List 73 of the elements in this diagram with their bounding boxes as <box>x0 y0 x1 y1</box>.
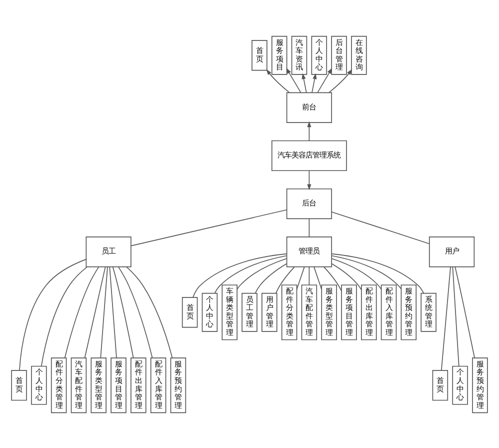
connector <box>254 262 288 293</box>
node-box: 后台 <box>286 188 332 219</box>
arrow <box>328 68 352 92</box>
node-box: 个人中心 <box>31 365 47 404</box>
arrow <box>302 72 307 93</box>
node-box: 配件分类管理 <box>50 357 67 413</box>
node-box: 服务项目管理 <box>341 284 357 340</box>
node-box: 服务预约管理 <box>170 357 186 413</box>
node-box: 管理员 <box>286 236 332 267</box>
connector <box>452 266 460 366</box>
connector <box>126 266 173 358</box>
connector <box>308 266 310 285</box>
node-box: 在线咨询 <box>351 35 367 74</box>
node-box: 配件出库管理 <box>130 357 146 413</box>
connector <box>324 266 342 291</box>
arrow <box>317 67 332 92</box>
node-box: 汽车资讯 <box>291 35 308 74</box>
connector <box>296 266 305 290</box>
node-box: 首页 <box>432 369 448 400</box>
connector <box>214 254 287 294</box>
node-box: 前台 <box>286 92 332 122</box>
connector <box>308 218 310 237</box>
node-box: 服务预约管理 <box>400 284 417 340</box>
connector <box>331 262 362 290</box>
node-box: 系统管理 <box>420 292 436 332</box>
connector <box>275 266 295 294</box>
arrow <box>307 120 312 141</box>
connector <box>112 266 134 358</box>
connector <box>19 258 86 370</box>
node-box: 配件入库管理 <box>150 357 166 413</box>
node-box: 车辆类型管理 <box>222 284 238 340</box>
connector <box>331 258 382 290</box>
node-box: 首页 <box>11 369 27 400</box>
arrow <box>286 67 302 92</box>
connector <box>454 266 475 358</box>
node-box: 用户管理 <box>262 292 278 332</box>
node-box: 服务预约管理 <box>472 357 488 413</box>
node-box: 员工 <box>86 236 132 267</box>
connector <box>314 266 322 290</box>
node-box: 个人中心 <box>311 35 328 74</box>
node-box: 服务类型管理 <box>90 357 106 413</box>
arrow <box>266 68 290 92</box>
connector <box>109 266 117 358</box>
connector <box>41 266 88 366</box>
node-box: 服务项目管理 <box>110 357 126 413</box>
connector <box>118 266 153 358</box>
node-box: 用户 <box>428 236 475 267</box>
connector <box>100 266 108 358</box>
connector <box>236 258 288 290</box>
node-box: 配件分类管理 <box>281 284 298 340</box>
node-box: 服务类型管理 <box>321 284 337 340</box>
connector <box>192 252 288 298</box>
connector <box>441 266 451 370</box>
node-box: 员工管理 <box>242 292 258 332</box>
node-box: 汽车配件管理 <box>301 284 318 340</box>
node-box: 个人中心 <box>452 365 468 404</box>
node-box: 汽车美容店管理系统 <box>271 140 347 171</box>
connector <box>64 266 100 358</box>
node-box: 服务项目 <box>271 35 288 74</box>
connector <box>332 254 402 289</box>
connector <box>331 252 424 293</box>
node-box: 首页 <box>182 296 198 328</box>
node-box: 后台管理 <box>331 35 347 74</box>
connector <box>130 208 287 246</box>
node-box: 个人中心 <box>202 292 218 332</box>
node-box: 首页 <box>252 40 268 70</box>
node-box: 配件出库管理 <box>361 284 377 340</box>
node-box: 配件入库管理 <box>380 284 397 340</box>
arrow <box>307 170 312 190</box>
connector <box>84 266 106 358</box>
node-box: 汽车配件管理 <box>70 357 87 413</box>
arrow <box>312 72 317 93</box>
connector <box>331 211 430 244</box>
